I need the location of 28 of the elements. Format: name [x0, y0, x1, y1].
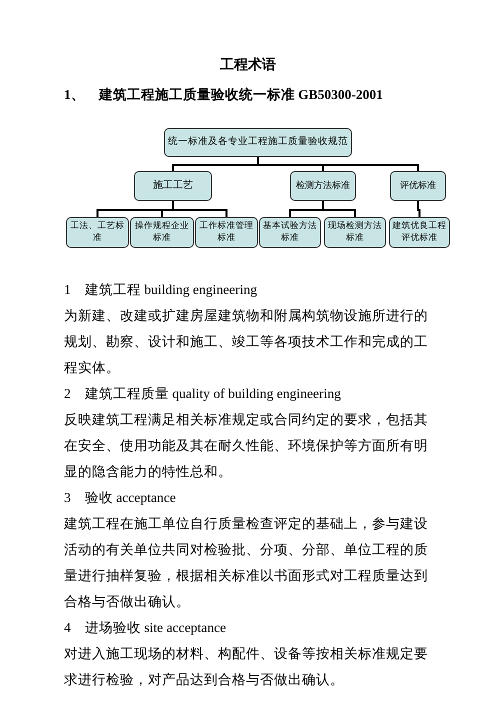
page-title: 工程术语 [219, 56, 277, 74]
box-label: 建筑优良工程评优标准 [392, 221, 447, 244]
connector-line [257, 157, 419, 171]
term-heading: 4 进场验收 site acceptance [64, 619, 228, 637]
connector-line [322, 201, 356, 217]
box-label: 工作标准管理标准 [198, 221, 254, 244]
box-label: 统一标准及各专业工程施工质量验收规范 [168, 136, 348, 149]
box-label: 检测方法标准 [296, 180, 350, 192]
definition-text: 对进入施工现场的材料、构配件、设备等按相关标准规定要求进行检验，对产品达到合格与否做出确认。 [64, 645, 429, 689]
box-label: 基本试验方法标准 [262, 221, 318, 244]
definition-text: 反映建筑工程满足相关标准规定或合同约定的要求，包括其在安全、使用功能及其在耐久性能、环境保护等方面所有明显的隐含能力的特性总和。 [64, 411, 429, 481]
box-label: 施工工艺 [153, 179, 193, 193]
term-heading: 2 建筑工程质量 quality of building engineering [64, 385, 342, 403]
standard-box [164, 128, 352, 157]
definition-text: 为新建、改建或扩建房屋建筑物和附属构筑物设施所进行的规划、勘察、设计和施工、竣工等各项技术工作和完成的工程实体。 [64, 307, 429, 377]
connector-line [417, 201, 420, 217]
section-heading: 1、 建筑工程施工质量验收统一标准 GB50300-2001 [64, 86, 384, 104]
box-label: 评优标准 [400, 180, 436, 192]
box-label: 工法、工艺标准 [70, 221, 126, 244]
term-heading: 1 建筑工程 building engineering [64, 281, 258, 299]
standard-box [134, 171, 212, 201]
box-label: 操作规程企业标准 [134, 221, 190, 244]
definition-text: 建筑工程在施工单位自行质量检查评定的基础上，参与建设活动的有关单位共同对检验批、分项、分部、单位工程的质量进行抽样复验，根据相关标准以书面形式对工程质量达到合格与否做出确认。 [64, 515, 429, 611]
box-label: 现场检测方法标准 [327, 221, 383, 244]
term-heading: 3 验收 acceptance [64, 489, 177, 507]
connector-line [172, 201, 228, 217]
standard-box [390, 171, 446, 201]
standard-box [290, 171, 356, 201]
